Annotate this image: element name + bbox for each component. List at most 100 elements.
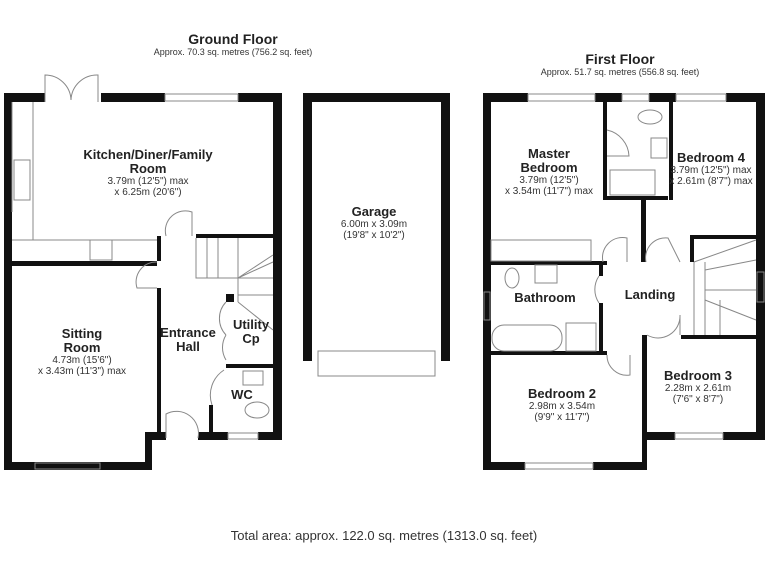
stairs <box>693 239 757 335</box>
wall <box>599 261 603 276</box>
door-swing <box>135 261 158 289</box>
wall <box>12 261 157 266</box>
door-swing <box>209 369 225 406</box>
wall <box>226 294 234 302</box>
room-kitchen: Kitchen/Diner/Family Room 3.79m (12'5") … <box>83 147 213 199</box>
wall <box>483 93 528 102</box>
door-swing <box>606 129 630 157</box>
room-name: Bedroom 4 <box>677 150 745 165</box>
window <box>675 93 727 102</box>
hob <box>89 239 113 261</box>
wall <box>4 93 12 470</box>
room-dims: x 2.61m (8'7") max <box>669 176 753 187</box>
room-bedroom-2: Bedroom 2 2.98m x 3.54m (9'9" x 11'7") <box>528 386 596 424</box>
wall <box>681 335 765 339</box>
room-dims: 3.79m (12'5") max <box>670 165 752 176</box>
room-landing: Landing <box>625 288 676 302</box>
wall <box>4 462 152 470</box>
total-area: Total area: approx. 122.0 sq. metres (13… <box>230 528 538 543</box>
wall <box>642 335 647 470</box>
room-dims: x 3.54m (11'7") max <box>504 186 594 197</box>
wall <box>649 93 676 102</box>
room-name: Kitchen/Diner/Family <box>83 147 213 162</box>
ground-floor-title: Ground Floor <box>188 31 278 47</box>
wall <box>756 93 765 440</box>
wall <box>726 93 765 102</box>
room-garage: Garage 6.00m x 3.09m (19'8" x 10'2") <box>341 204 407 242</box>
wall <box>595 93 622 102</box>
bath-basin <box>534 264 558 284</box>
stairs <box>195 238 274 331</box>
room-entrance-hall: Entrance Hall <box>160 326 216 354</box>
room-name: Garage <box>351 204 397 219</box>
room-name: Landing <box>624 287 676 302</box>
room-bathroom: Bathroom <box>514 291 575 305</box>
wall <box>226 364 273 368</box>
wall <box>209 405 213 435</box>
room-name: Hall <box>176 339 200 354</box>
room-dims: 2.98m x 3.54m <box>528 401 596 412</box>
room-wc: WC <box>231 388 253 402</box>
room-bedroom-3: Bedroom 3 2.28m x 2.61m (7'6" x 8'7") <box>664 369 732 406</box>
shower <box>565 322 597 352</box>
french-doors <box>44 74 99 102</box>
wall <box>690 235 694 262</box>
room-dims: (7'6" x 8'7") <box>672 394 724 405</box>
first-floor-area: Approx. 51.7 sq. metres (556.8 sq. feet) <box>540 67 700 77</box>
wall <box>196 234 273 238</box>
ensuite-basin <box>650 137 668 159</box>
wall <box>483 462 525 470</box>
room-dims: (19'8" x 10'2") <box>343 230 405 241</box>
wc-basin <box>242 370 264 386</box>
wall <box>593 462 647 470</box>
wall <box>641 200 646 262</box>
room-dims: 4.73m (15'6") <box>52 355 112 366</box>
room-name: Master <box>528 146 570 161</box>
ensuite-shower <box>609 169 656 196</box>
first-floor-header: First Floor Approx. 51.7 sq. metres (556… <box>541 51 700 78</box>
wall <box>669 102 673 200</box>
room-name: Bedroom 2 <box>528 386 596 401</box>
wall <box>101 93 165 102</box>
toilet <box>244 401 270 419</box>
kitchen-worktop <box>11 102 157 241</box>
wall <box>647 432 675 440</box>
room-name: Room <box>129 161 167 176</box>
windows-doors-fixtures <box>11 74 765 470</box>
wall <box>145 432 152 470</box>
window <box>524 462 594 470</box>
door-swing <box>602 237 681 263</box>
room-name: Utility <box>232 317 270 332</box>
wall <box>273 93 282 440</box>
room-name: Bathroom <box>514 290 576 305</box>
wall <box>152 432 166 440</box>
window <box>674 432 724 440</box>
room-name: Entrance <box>160 325 216 340</box>
window <box>527 93 596 102</box>
door-swing <box>606 314 681 376</box>
wall <box>599 303 603 355</box>
room-dims: x 3.43m (11'3") max <box>37 366 127 377</box>
door-swing <box>164 210 193 237</box>
wall <box>483 261 607 265</box>
window <box>34 462 101 470</box>
room-name: Room <box>63 340 101 355</box>
door-swing <box>219 301 227 361</box>
window <box>227 432 259 440</box>
wall <box>303 93 450 102</box>
wall <box>198 432 228 440</box>
door-swing <box>594 275 600 304</box>
first-floor-title: First Floor <box>585 51 655 67</box>
wall <box>441 93 450 361</box>
wall <box>483 93 491 470</box>
room-utility: Utility Cp <box>233 318 269 346</box>
window <box>164 93 239 102</box>
sink <box>13 159 31 201</box>
room-sitting: Sitting Room 4.73m (15'6") x 3.43m (11'3… <box>37 327 127 378</box>
window <box>756 271 765 303</box>
wall <box>4 93 45 102</box>
room-dims: 3.79m (12'5") <box>519 175 579 186</box>
window <box>621 93 650 102</box>
room-bedroom-4: Bedroom 4 3.79m (12'5") max x 2.61m (8'7… <box>669 150 753 188</box>
